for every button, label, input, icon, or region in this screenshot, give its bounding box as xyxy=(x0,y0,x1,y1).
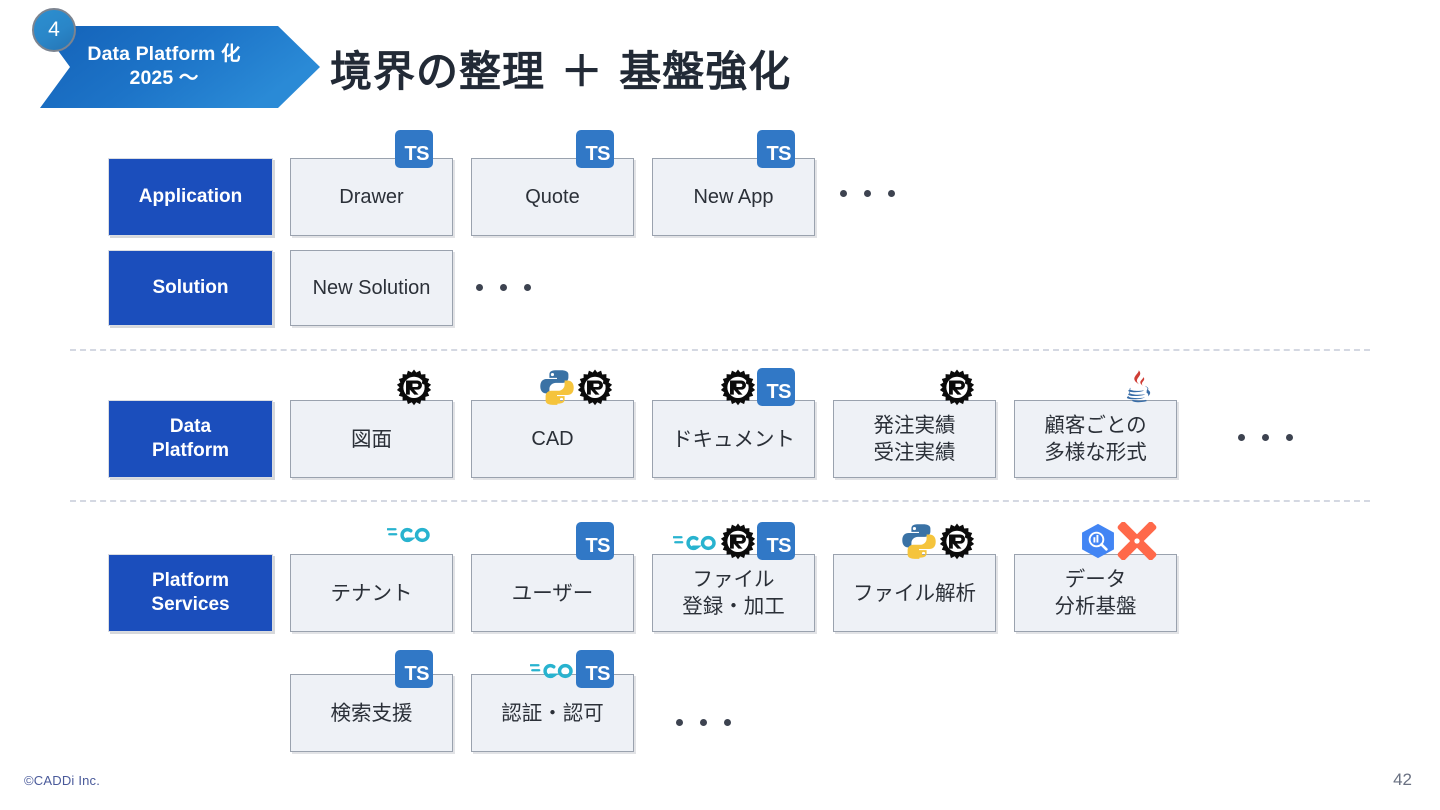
typescript-icon: TS xyxy=(757,368,795,406)
service-card[interactable]: 認証・認可 xyxy=(471,674,634,752)
service-card-label: 認証・認可 xyxy=(501,700,604,725)
tech-badge-group xyxy=(900,522,976,560)
service-card-label: New Solution xyxy=(312,277,431,299)
go-icon xyxy=(529,658,576,684)
service-card-label: 受注実績 xyxy=(873,440,956,464)
row-label-line: Application xyxy=(138,185,243,207)
service-card-label: 分析基盤 xyxy=(1054,594,1137,618)
service-card-label: 図面 xyxy=(351,426,392,451)
go-icon xyxy=(672,530,719,556)
bigquery-icon xyxy=(1079,522,1117,560)
service-card-label: ドキュメント xyxy=(672,426,795,451)
service-card-label: New App xyxy=(693,186,774,208)
service-card-label: 検索支援 xyxy=(330,700,413,725)
service-card-label: 発注実績 xyxy=(873,413,956,438)
row-label-line: Services xyxy=(151,594,230,615)
copyright-text: ©CADDi Inc. xyxy=(24,773,101,788)
typescript-icon: TS xyxy=(576,650,614,688)
service-card-label: Quote xyxy=(525,186,580,208)
rust-icon xyxy=(938,522,976,560)
service-card[interactable]: New Solution xyxy=(290,250,453,326)
tech-badge-group xyxy=(538,368,614,406)
tech-badge-group xyxy=(938,368,976,406)
page-title: 境界の整理 ＋ 基盤強化 xyxy=(330,47,792,96)
typescript-icon: TS xyxy=(576,522,614,560)
tech-badge-group: TS xyxy=(719,368,795,406)
tech-badge-group: TS xyxy=(757,130,795,168)
service-card-label: データ xyxy=(1064,567,1127,592)
service-card[interactable]: テナント xyxy=(290,554,453,632)
typescript-icon: TS xyxy=(757,522,795,560)
service-card-label: 登録・加工 xyxy=(682,594,785,618)
ellipsis-indicator xyxy=(676,719,731,726)
tech-badge-group: TS xyxy=(576,130,614,168)
tech-badge-group: TS xyxy=(576,522,614,560)
service-card-label: ユーザー xyxy=(511,580,594,605)
rust-icon xyxy=(719,368,757,406)
service-card-label: Drawer xyxy=(339,186,404,208)
service-card-label: テナント xyxy=(330,580,413,605)
chevron-line-2: 2025 ～ xyxy=(129,67,199,89)
rust-icon xyxy=(576,368,614,406)
python-icon xyxy=(538,368,576,406)
service-card-label: 多様な形式 xyxy=(1044,440,1147,464)
typescript-icon: TS xyxy=(576,130,614,168)
slide-header: Data Platform 化 2025 ～ 4 境界の整理 ＋ 基盤強化 xyxy=(0,0,1440,120)
service-card-label: CAD xyxy=(531,428,574,450)
tech-badge-group: TS xyxy=(395,650,433,688)
service-card[interactable]: CAD xyxy=(471,400,634,478)
dbt-icon xyxy=(1117,521,1157,561)
chevron-line-1: Data Platform 化 xyxy=(87,43,241,66)
typescript-icon: TS xyxy=(395,650,433,688)
go-icon xyxy=(386,522,433,548)
ellipsis-indicator xyxy=(1238,434,1293,441)
row-label-application: Application xyxy=(108,158,273,236)
rust-icon xyxy=(719,522,757,560)
row-label-line: Platform xyxy=(151,569,230,591)
phase-chevron: Data Platform 化 2025 ～ xyxy=(40,26,320,108)
tech-badge-group: TS xyxy=(395,130,433,168)
ellipsis-indicator xyxy=(840,190,895,197)
python-icon xyxy=(900,522,938,560)
page-number: 42 xyxy=(1393,770,1412,789)
section-divider-1 xyxy=(70,349,1370,351)
java-icon xyxy=(1119,368,1157,406)
service-card[interactable]: ファイル解析 xyxy=(833,554,996,632)
ellipsis-indicator xyxy=(476,284,531,291)
service-card-label: ファイル解析 xyxy=(853,580,976,605)
service-card-label: ファイル xyxy=(692,567,775,592)
tech-badge-group xyxy=(1119,368,1157,406)
tech-badge-group xyxy=(1079,521,1157,561)
row-label-solution: Solution xyxy=(108,250,273,326)
service-card[interactable]: データ分析基盤 xyxy=(1014,554,1177,632)
tech-badge-group xyxy=(386,522,433,552)
tech-badge-group: TS xyxy=(529,650,614,688)
row-label-line: Data xyxy=(169,415,212,437)
typescript-icon: TS xyxy=(757,130,795,168)
service-card[interactable]: 図面 xyxy=(290,400,453,478)
section-divider-2 xyxy=(70,500,1370,502)
row-label-line: Platform xyxy=(151,440,230,461)
rust-icon xyxy=(395,368,433,406)
service-card[interactable]: ファイル登録・加工 xyxy=(652,554,815,632)
typescript-icon: TS xyxy=(395,130,433,168)
service-card[interactable]: ドキュメント xyxy=(652,400,815,478)
service-card[interactable]: Quote xyxy=(471,158,634,236)
service-card[interactable]: 顧客ごとの多様な形式 xyxy=(1014,400,1177,478)
step-number-badge: 4 xyxy=(32,8,76,52)
service-card[interactable]: Drawer xyxy=(290,158,453,236)
service-card[interactable]: New App xyxy=(652,158,815,236)
row-label-line: Solution xyxy=(152,276,229,298)
service-card[interactable]: 発注実績受注実績 xyxy=(833,400,996,478)
tech-badge-group xyxy=(395,368,433,406)
tech-badge-group: TS xyxy=(672,522,795,560)
chevron-shape xyxy=(40,26,320,108)
chevron-label: Data Platform 化 2025 ～ xyxy=(40,26,288,108)
service-card[interactable]: ユーザー xyxy=(471,554,634,632)
rust-icon xyxy=(938,368,976,406)
service-card-label: 顧客ごとの xyxy=(1044,413,1147,438)
